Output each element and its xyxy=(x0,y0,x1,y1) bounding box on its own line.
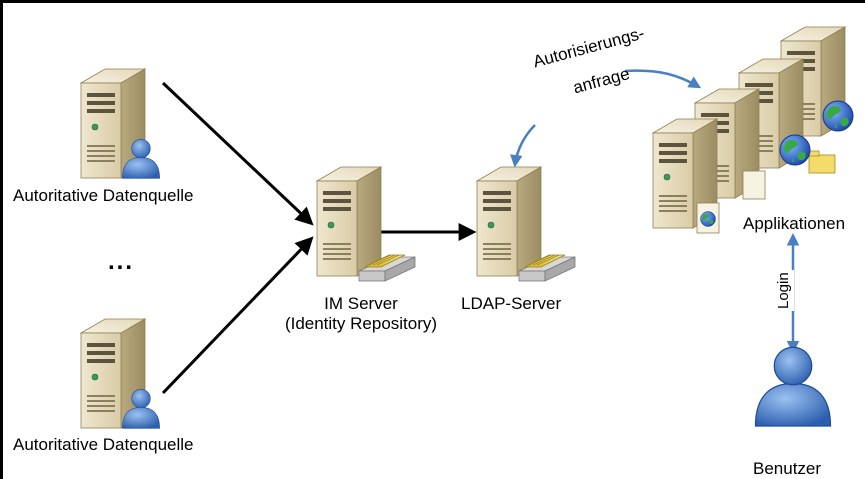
im-server xyxy=(316,166,416,282)
arrow-source-top-to-im xyxy=(161,81,314,226)
server-tower-icon xyxy=(476,166,542,277)
im-server-sublabel: (Identity Repository) xyxy=(284,314,438,333)
ldap-server-label: LDAP-Server xyxy=(461,294,562,313)
source-bottom-label: Autoritative Datenquelle xyxy=(13,435,194,454)
ldap-server xyxy=(476,166,576,282)
ellipsis-label: ... xyxy=(108,248,135,275)
globe-icon xyxy=(822,100,854,132)
server-tower-icon xyxy=(316,166,382,277)
flow-arrows xyxy=(161,81,477,395)
login-label: Login xyxy=(774,270,794,311)
source-server-bottom xyxy=(80,318,160,429)
folder-icon xyxy=(808,150,836,174)
document-icon xyxy=(696,202,720,234)
globe-icon xyxy=(700,211,716,227)
source-server-top xyxy=(80,68,160,179)
auth-request-arrow-to-ldap xyxy=(510,124,536,168)
document-icon xyxy=(742,170,766,200)
applications-label: Applikationen xyxy=(743,214,846,233)
user-icon xyxy=(754,346,832,427)
user-figure xyxy=(754,346,832,427)
arrow-source-bottom-to-im xyxy=(161,236,314,395)
application-servers xyxy=(652,26,854,234)
im-server-label: IM Server xyxy=(324,294,398,313)
globe-icon xyxy=(779,134,811,166)
source-top-label: Autoritative Datenquelle xyxy=(13,186,194,205)
auth-request-arrow-to-apps xyxy=(624,69,702,89)
diagram-artwork xyxy=(80,26,854,429)
user-label: Benutzer xyxy=(753,459,822,478)
